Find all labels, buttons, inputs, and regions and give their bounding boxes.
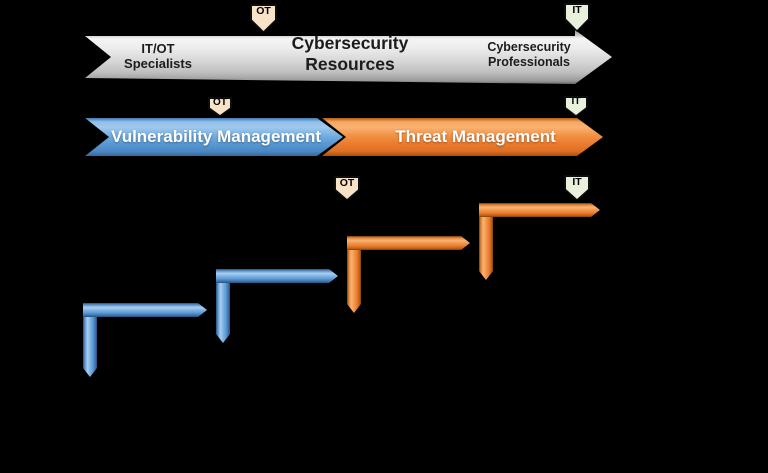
- ot-marker-label: OT: [339, 177, 355, 189]
- ot-marker-fill: [210, 99, 230, 115]
- it-marker-threat: IT: [564, 96, 588, 117]
- ot-marker-resources: OT: [250, 4, 277, 33]
- stair-step-1: [83, 303, 207, 377]
- stair-step-3-vertical-bar: [347, 236, 361, 313]
- it-marker-label: IT: [572, 176, 582, 188]
- professionals-label-line2: Professionals: [488, 55, 570, 69]
- ot-marker-fill: [336, 178, 358, 199]
- it-ot-label-line1: IT/OT: [141, 41, 175, 56]
- it-ot-specialists-label: IT/OT Specialists: [93, 41, 223, 71]
- it-marker-label: IT: [572, 4, 582, 16]
- stair-step-4-horizontal-bar: [479, 203, 600, 217]
- ot-marker-label: OT: [256, 5, 271, 17]
- stair-step-3: [347, 236, 470, 313]
- cybersecurity-professionals-label: Cybersecurity Professionals: [473, 40, 585, 70]
- vulnerability-management-arrow: Vulnerability Management: [85, 118, 343, 156]
- it-marker-fill: [566, 5, 588, 30]
- it-ot-label-line2: Specialists: [124, 56, 192, 71]
- it-marker-fill: [566, 177, 588, 199]
- stair-step-4: [479, 203, 600, 280]
- stair-step-3-horizontal-bar: [347, 236, 470, 250]
- stair-step-1-horizontal-bar: [83, 303, 207, 317]
- stair-step-1-vertical-bar: [83, 303, 97, 377]
- threat-management-arrow: Threat Management: [322, 118, 603, 156]
- stair-step-2-vertical-bar: [216, 269, 230, 343]
- it-marker-label: IT: [571, 96, 581, 107]
- it-marker-fill: [566, 98, 586, 115]
- resources-title: Cybersecurity Resources: [291, 33, 409, 74]
- professionals-label-line1: Cybersecurity: [487, 40, 571, 54]
- stair-step-4-vertical-bar: [479, 203, 493, 280]
- ot-marker-vulnerability: OT: [208, 97, 232, 117]
- it-marker-staircase: IT: [564, 175, 590, 201]
- it-marker-resources: IT: [564, 3, 590, 32]
- ot-marker-fill: [252, 6, 275, 31]
- ot-marker-label: OT: [213, 97, 227, 108]
- cybersecurity-resources-arrow: IT/OT Specialists Cybersecurity Resource…: [85, 30, 612, 84]
- ot-marker-staircase: OT: [334, 176, 360, 201]
- stair-step-2-horizontal-bar: [216, 269, 338, 283]
- stair-step-2: [216, 269, 338, 343]
